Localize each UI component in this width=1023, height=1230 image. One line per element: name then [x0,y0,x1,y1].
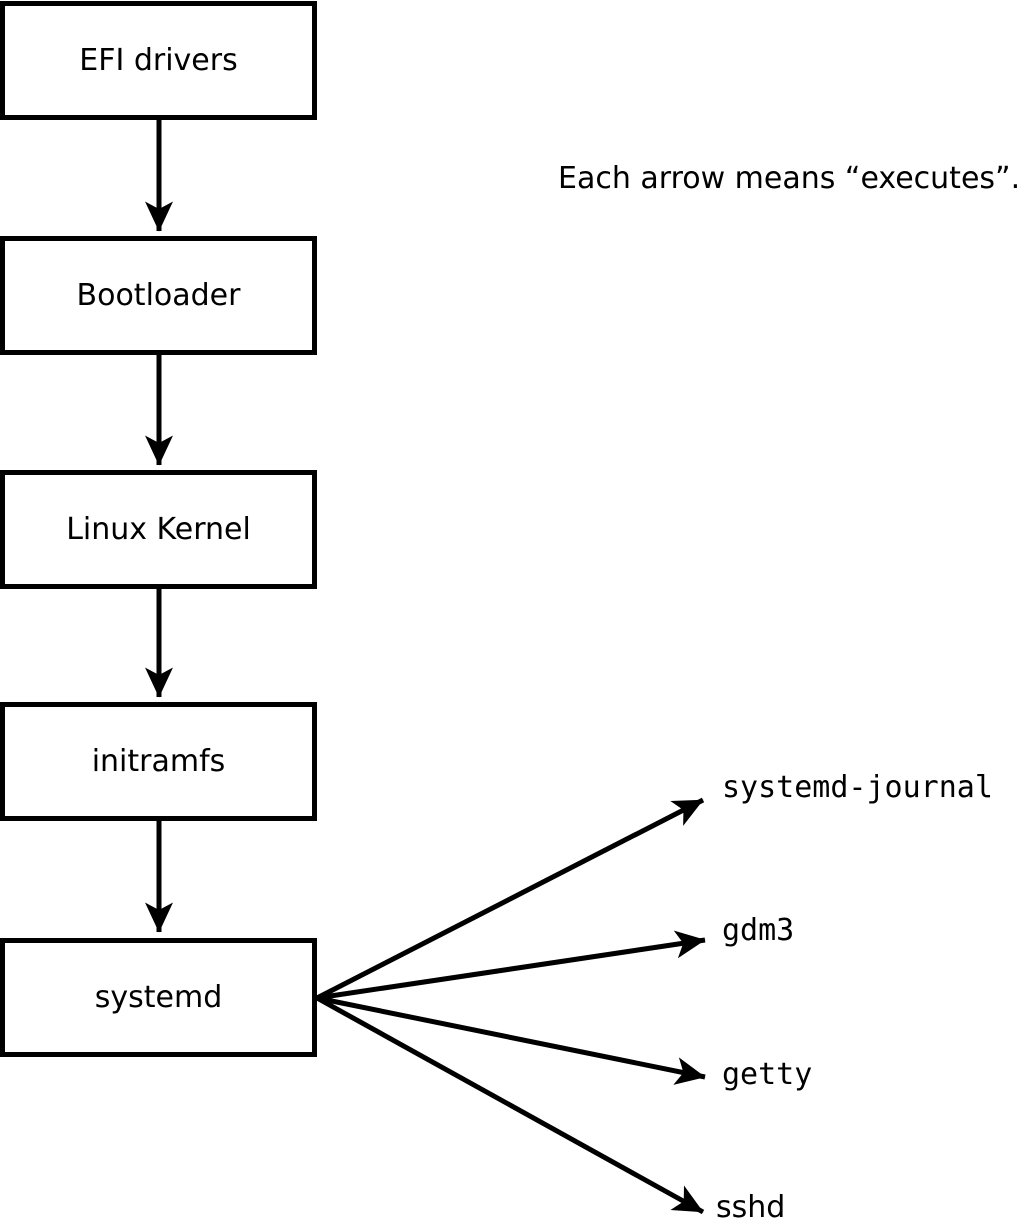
node-systemd-label: systemd [94,979,223,1015]
node-initramfs: initramfs [0,702,317,821]
arrow-systemd-to-gdm3 [316,930,706,1001]
process-label-getty: getty [722,1057,813,1092]
node-efi-drivers: EFI drivers [0,1,317,120]
arrow-systemd-to-sshd [315,995,705,1215]
node-bootloader-label: Bootloader [76,277,241,313]
node-linux-kernel-label: Linux Kernel [66,511,251,547]
node-bootloader: Bootloader [0,236,317,355]
process-label-sshd: sshd [716,1190,786,1225]
node-efi-drivers-label: EFI drivers [79,42,238,78]
arrow-systemd-to-getty [316,995,706,1085]
node-linux-kernel: Linux Kernel [0,470,317,589]
node-systemd: systemd [0,938,317,1057]
node-initramfs-label: initramfs [91,743,226,779]
arrow-meaning-note: Each arrow means “executes”. [558,161,1021,196]
arrow-systemd-to-journal [315,797,705,1001]
process-label-gdm3: gdm3 [722,913,795,948]
process-label-systemd-journal: systemd-journal [722,770,993,805]
